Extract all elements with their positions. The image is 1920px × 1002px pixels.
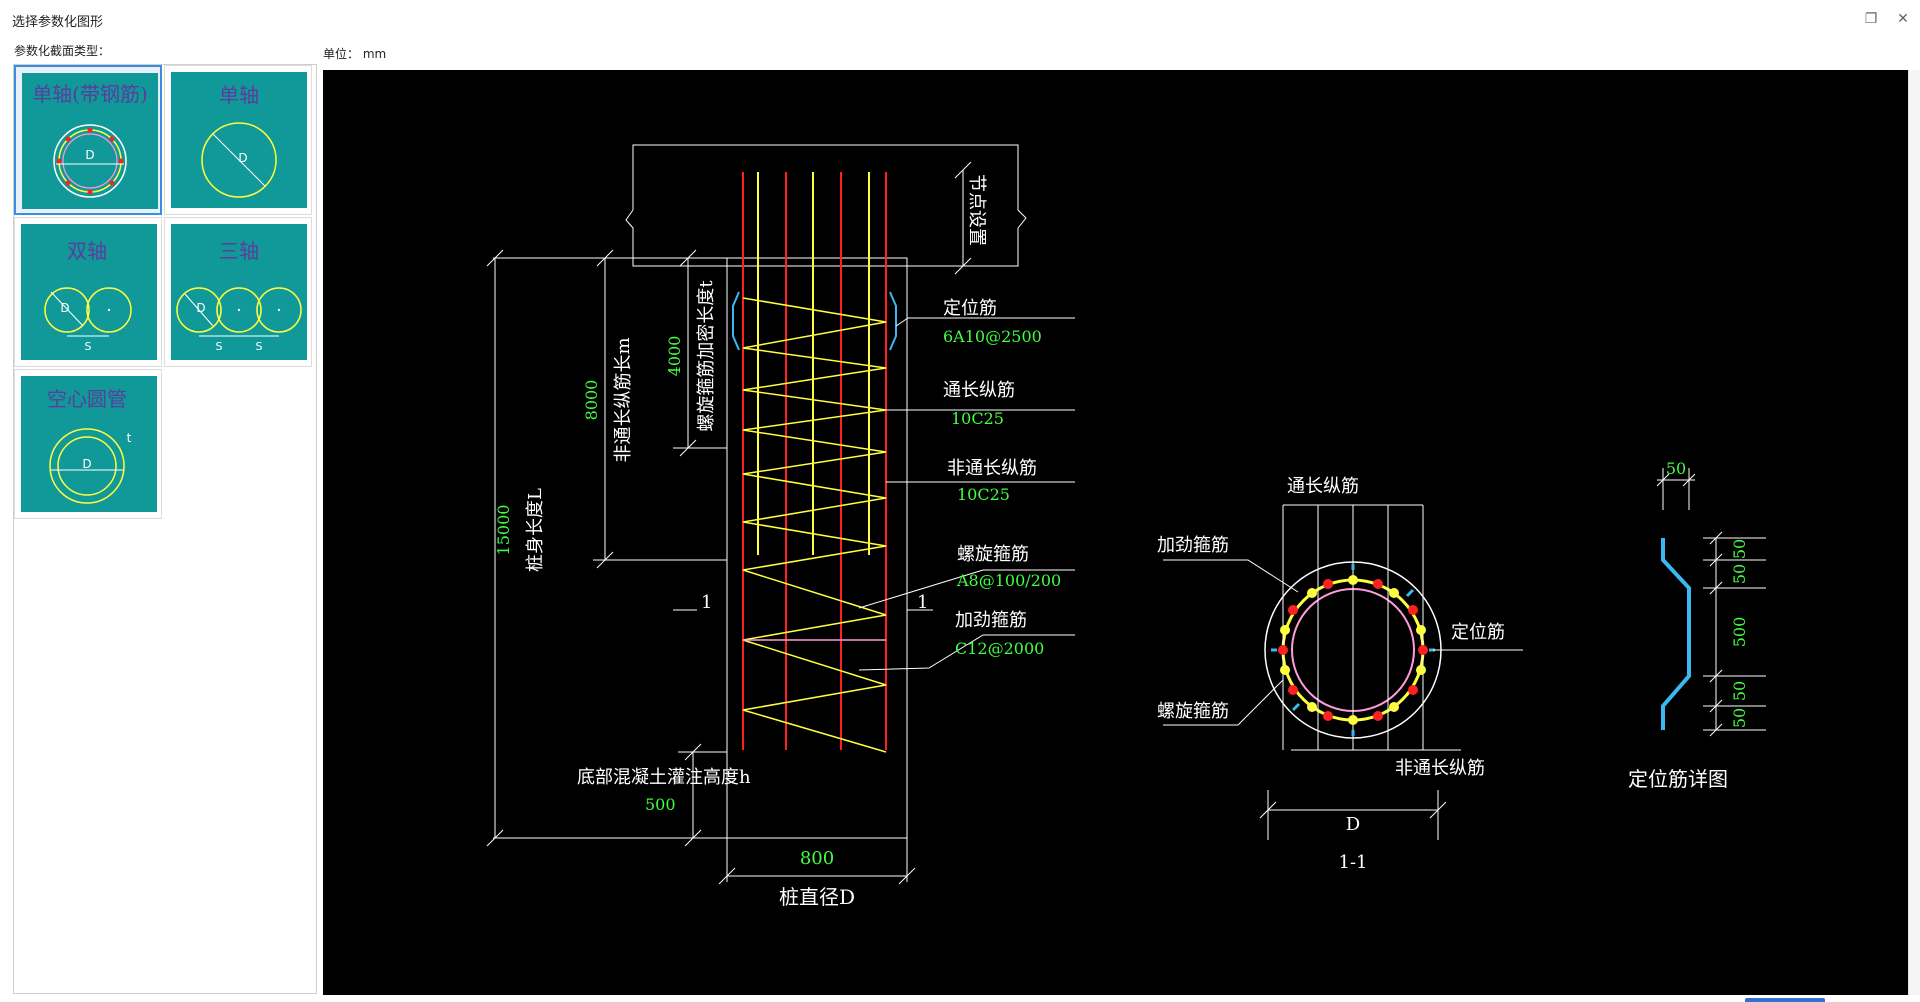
locator-detail-bar	[1661, 538, 1691, 730]
thumb-image-double-axis: 双轴 D S	[21, 224, 157, 360]
thumb-t-label: t	[127, 431, 132, 445]
thumb-double-axis[interactable]: 双轴 D S	[14, 217, 162, 367]
pile-length-label: 桩身长度L	[525, 488, 546, 572]
thumb-title: 双轴	[67, 239, 107, 263]
thumb-d-label: D	[196, 301, 205, 315]
bottom-concrete-value: 500	[645, 795, 676, 814]
thumb-image-single-axis: 单轴 D	[171, 72, 307, 208]
pile-diameter-label: 桩直径D	[779, 885, 855, 909]
callout-nonthrough-bar: 非通长纵筋	[947, 458, 1037, 479]
title-bar: 选择参数化图形 ❐ ✕	[0, 0, 1920, 40]
section-stiffener-label: 加劲箍筋	[1157, 535, 1229, 556]
restore-icon[interactable]: ❐	[1864, 11, 1878, 27]
bottom-concrete-label: 底部混凝土灌注高度h	[577, 767, 751, 788]
dimension-lines	[486, 249, 933, 885]
thumb-d-label: D	[85, 148, 94, 162]
section-mark-right: 1	[917, 592, 928, 613]
callout-spiral-value: A8@100/200	[956, 571, 1061, 590]
spiral-dense-length-value: 4000	[665, 336, 684, 377]
callout-through-bar: 通长纵筋	[943, 380, 1015, 401]
pile-diameter-value: 800	[800, 848, 834, 869]
section-locator-label: 定位筋	[1451, 622, 1505, 643]
section-1-1	[1264, 504, 1442, 751]
thumb-single-axis[interactable]: 单轴 D	[164, 65, 312, 215]
thumb-triple-axis[interactable]: 三轴 D S S	[164, 217, 312, 367]
section-type-panel: 单轴(带钢筋) D 单轴 D	[13, 64, 317, 994]
section-name: 1-1	[1339, 852, 1368, 873]
right-scroll-strip[interactable]	[1908, 70, 1920, 995]
section-mark-left: 1	[701, 592, 712, 613]
thumb-d-label: D	[82, 457, 91, 471]
detail-dim-4: 50	[1730, 681, 1749, 701]
section-d-dim	[1259, 790, 1447, 840]
section-locator-ticks	[1271, 564, 1435, 736]
callout-locator: 定位筋	[943, 298, 997, 319]
spiral-dense-length-label: 螺旋箍筋加密长度t	[696, 280, 717, 432]
thumb-s-label-1: S	[216, 340, 223, 353]
thumb-title: 三轴	[219, 239, 259, 263]
section-d-label: D	[1346, 814, 1360, 835]
thumb-s-label: S	[85, 340, 92, 353]
section-nonthrough-label: 非通长纵筋	[1395, 758, 1485, 779]
drawing-canvas: 节点设置 定位筋 6	[323, 70, 1908, 995]
node-cap	[625, 144, 1027, 267]
bottom-action-button[interactable]	[1745, 998, 1825, 1002]
callout-spiral: 螺旋箍筋	[957, 544, 1029, 565]
thumb-title: 单轴(带钢筋)	[32, 82, 148, 106]
thumb-hollow-tube[interactable]: 空心圆管 D t	[14, 369, 162, 519]
thumb-image-hollow-tube: 空心圆管 D t	[21, 376, 157, 512]
spiral-hoop	[742, 297, 887, 753]
nonthrough-length-value: 8000	[582, 380, 601, 421]
locator-bars	[732, 291, 897, 351]
section-spiral-label: 螺旋箍筋	[1157, 701, 1229, 722]
section-bars	[1278, 575, 1428, 725]
nonthrough-length-label: 非通长纵筋长m	[613, 337, 634, 462]
thumb-d-label: D	[238, 151, 247, 165]
pile-length-value: 15000	[494, 505, 513, 556]
section-type-label: 参数化截面类型：	[14, 44, 111, 58]
node-setting-label: 节点设置	[966, 174, 987, 246]
thumb-single-axis-rebar[interactable]: 单轴(带钢筋) D	[14, 65, 162, 215]
window-title: 选择参数化图形	[12, 15, 104, 30]
pile-outline	[726, 257, 908, 839]
detail-dim-5: 50	[1730, 708, 1749, 728]
detail-dim-3: 500	[1730, 617, 1749, 648]
longitudinal-bars	[742, 172, 887, 750]
locator-detail-dims	[1656, 468, 1766, 737]
detail-dim-2: 50	[1730, 564, 1749, 584]
callout-labels: 定位筋 6A10@2500 通长纵筋 10C25 非通长纵筋 10C25 螺旋箍…	[943, 298, 1061, 658]
callout-stiffener: 加劲箍筋	[955, 610, 1027, 631]
node-dim	[954, 161, 972, 275]
detail-dim-1: 50	[1730, 539, 1749, 559]
locator-detail-title: 定位筋详图	[1628, 767, 1728, 791]
close-icon[interactable]: ✕	[1897, 11, 1909, 27]
thumb-image-single-axis-rebar: 单轴(带钢筋) D	[22, 73, 158, 209]
callout-nonthrough-bar-value: 10C25	[957, 485, 1010, 504]
thumb-image-triple-axis: 三轴 D S S	[171, 224, 307, 360]
unit-label: 单位： mm	[323, 47, 387, 61]
callout-leaders	[858, 317, 1075, 671]
callout-stiffener-value: C12@2000	[955, 639, 1044, 658]
section-leaders	[1163, 559, 1523, 751]
thumb-title: 空心圆管	[47, 387, 127, 411]
callout-locator-value: 6A10@2500	[943, 327, 1042, 346]
thumb-title: 单轴	[219, 83, 259, 107]
callout-through-bar-value: 10C25	[951, 409, 1004, 428]
thumb-d-label: D	[60, 301, 69, 315]
thumb-s-label-2: S	[256, 340, 263, 353]
section-through-label: 通长纵筋	[1287, 476, 1359, 497]
detail-dim-top: 50	[1666, 459, 1686, 478]
